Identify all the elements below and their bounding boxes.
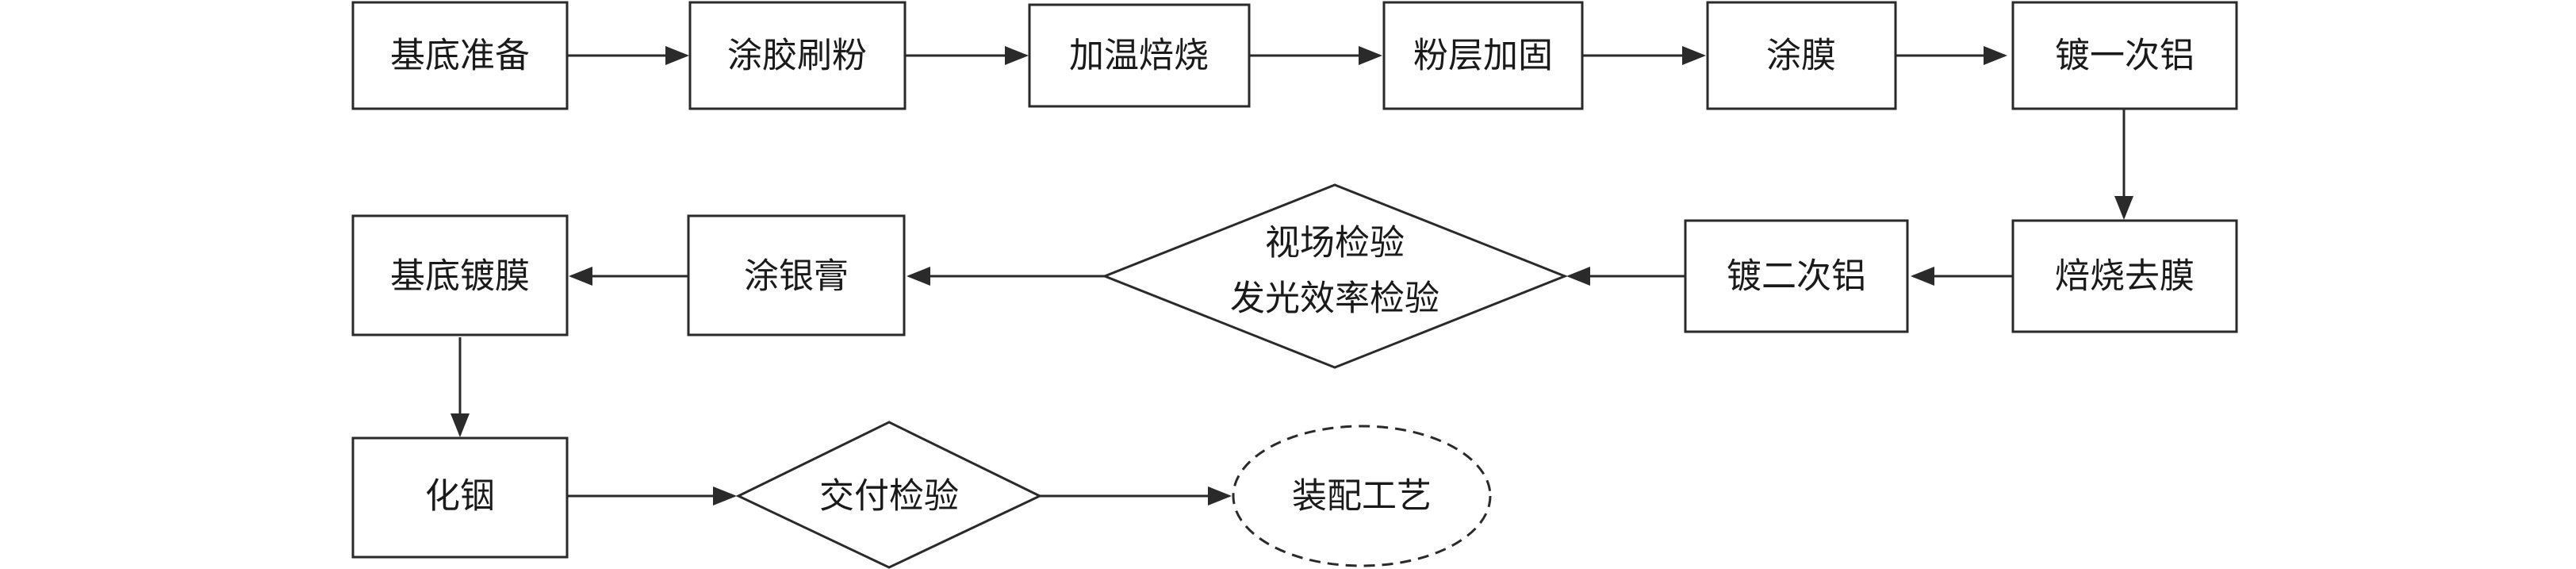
flow-edges [450,46,2133,506]
node-label: 基底镀膜 [390,256,530,297]
node-indium-melt: 化铟 [351,436,569,559]
node-label-line-2: 发光效率检验 [1230,279,1439,319]
node-delivery-inspection: 交付检验 [735,421,1043,569]
node-inspection-decision: 视场检验 发光效率检验 [1101,183,1569,369]
node-label: 涂银膏 [744,256,849,297]
node-substrate-coating: 基底镀膜 [351,214,569,336]
node-label: 交付检验 [819,476,959,517]
node-coat-film: 涂膜 [1706,1,1897,110]
node-label: 涂膜 [1766,36,1836,76]
node-label: 焙烧去膜 [2055,256,2195,297]
node-silver-paste: 涂银膏 [687,214,906,336]
node-aluminize-1: 镀一次铝 [2011,1,2238,110]
node-assembly-process: 装配工艺 [1232,425,1492,567]
node-substrate-prep: 基底准备 [351,1,569,110]
node-label: 基底准备 [390,36,530,76]
node-label: 化铟 [425,476,495,517]
node-label: 加温焙烧 [1069,36,1209,76]
node-label-line-1: 视场检验 [1265,223,1405,263]
node-label: 涂胶刷粉 [727,36,867,76]
node-bake-remove-film: 焙烧去膜 [2011,219,2238,333]
node-powder-reinforce: 粉层加固 [1382,1,1584,110]
node-label: 镀一次铝 [2055,36,2195,76]
node-label: 粉层加固 [1413,36,1553,76]
node-heat-bake: 加温焙烧 [1028,3,1251,108]
node-aluminize-2: 镀二次铝 [1684,219,1909,333]
node-label: 镀二次铝 [1727,256,1866,297]
node-glue-powder: 涂胶刷粉 [688,1,907,110]
node-label: 装配工艺 [1292,476,1432,517]
